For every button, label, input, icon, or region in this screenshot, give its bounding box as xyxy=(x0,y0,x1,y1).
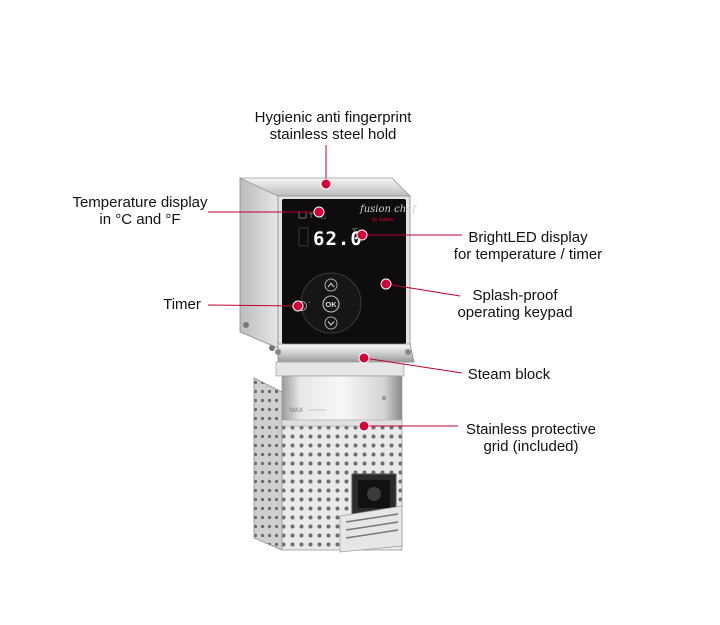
immersion-body: MAX xyxy=(253,375,403,553)
callout-hold-label: Hygienic anti fingerprint stainless stee… xyxy=(254,109,412,143)
chevron-down-icon xyxy=(327,321,335,326)
thermometer-icon: T xyxy=(308,212,314,220)
callout-steam-label: Steam block xyxy=(467,366,551,383)
keypad: OK • xyxy=(297,272,362,334)
callout-keypad-label: Splash-proof operating keypad xyxy=(457,287,573,321)
callout-timer-label: Timer xyxy=(163,296,201,313)
led-display-value: 62.0 xyxy=(313,228,363,250)
led-display-unit: °C xyxy=(352,228,358,234)
panel-contents: fusion chef by Julabo T △ 62.0 °C OK xyxy=(297,204,418,334)
down-button[interactable] xyxy=(324,316,338,330)
chevron-up-icon xyxy=(327,282,335,288)
ok-button-label: OK xyxy=(325,300,337,309)
steam-block xyxy=(275,343,415,377)
ok-button[interactable]: OK xyxy=(322,295,340,313)
warning-icon: △ xyxy=(321,212,327,220)
callout-grid-label: Stainless protective grid (included) xyxy=(465,421,597,455)
callout-temp-display-label: Temperature display in °C and °F xyxy=(72,194,208,228)
brand-logo: fusion chef xyxy=(359,204,418,215)
led-decimal-indicator xyxy=(298,227,309,247)
callout-brightled-label: BrightLED display for temperature / time… xyxy=(453,229,603,263)
clock-icon: • xyxy=(308,300,310,305)
up-button[interactable] xyxy=(324,278,338,292)
brand-sub: by Julabo xyxy=(372,217,394,223)
max-fill-mark: MAX xyxy=(290,408,303,414)
